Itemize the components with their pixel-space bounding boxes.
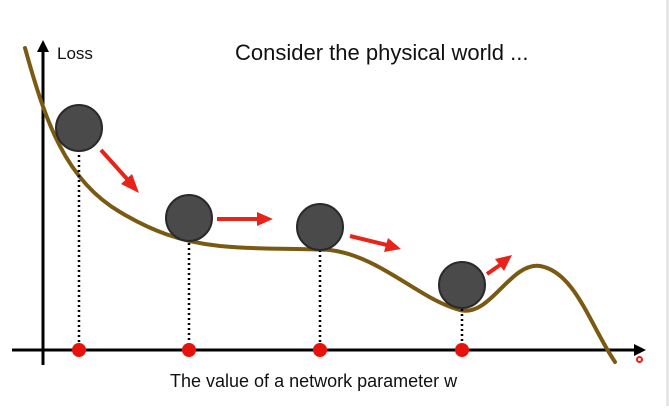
marker-2 [182, 343, 196, 357]
marker-1 [72, 343, 86, 357]
ball-1 [55, 104, 103, 152]
x-axis-label: The value of a network parameter w [170, 371, 458, 391]
diagram-title: Consider the physical world ... [235, 40, 529, 65]
right-edge-border [666, 0, 669, 406]
marker-3 [313, 343, 327, 357]
y-axis-label: Loss [57, 44, 93, 63]
y-axis-arrowhead [37, 40, 49, 52]
ball-3 [296, 203, 344, 251]
arrow-2 [217, 212, 273, 226]
arrow-3 [349, 234, 401, 252]
ball-4 [438, 261, 486, 309]
cursor-dot [636, 356, 643, 363]
x-axis-arrowhead [634, 344, 646, 356]
ball-2 [165, 194, 213, 242]
marker-4 [455, 343, 469, 357]
arrow-4 [485, 255, 512, 276]
loss-curve [23, 46, 617, 364]
arrow-1 [99, 148, 139, 193]
